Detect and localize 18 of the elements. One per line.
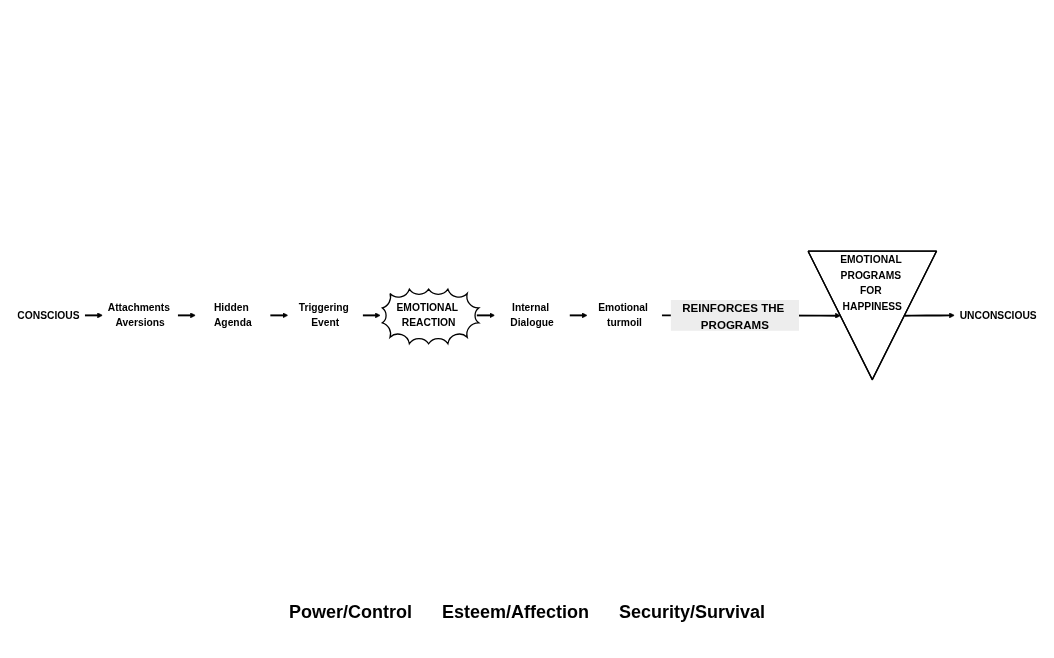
corner-label: Security/Survival: [619, 601, 766, 623]
arrow: [361, 312, 381, 319]
edge-label: REINFORCES THE PROGRAMS: [682, 302, 785, 333]
arrow: [176, 312, 196, 319]
node-text: Internal Dialogue: [510, 302, 554, 329]
arrow: [568, 312, 588, 319]
arrow: [475, 312, 496, 319]
node-text: Attachments Aversions: [107, 302, 170, 329]
corner-label: Power/Control: [288, 601, 412, 623]
arrow: [83, 312, 103, 319]
node-text: Triggering Event: [298, 302, 349, 329]
node-text: UNCONSCIOUS: [959, 309, 1037, 321]
arrow: [903, 312, 955, 319]
corner-label: Esteem/Affection: [441, 601, 589, 623]
node-text: Hidden Agenda: [213, 302, 252, 329]
arrow: [269, 312, 289, 319]
node-text: Emotional turmoil: [598, 302, 648, 329]
node-text: CONSCIOUS: [17, 309, 80, 321]
